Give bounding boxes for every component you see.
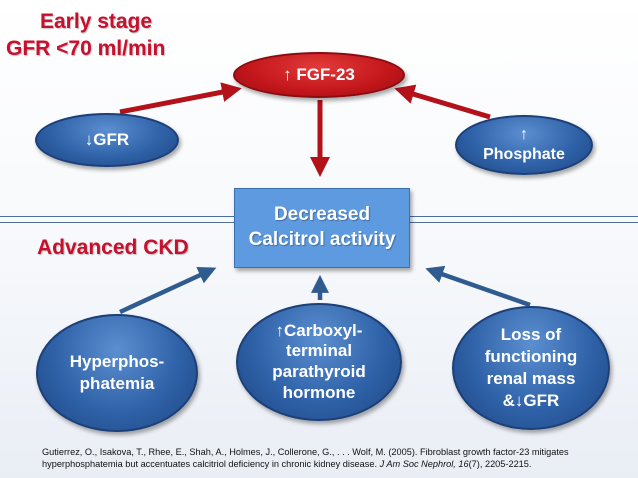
citation-line1: Gutierrez, O., Isakova, T., Rhee, E., Sh… (42, 447, 569, 457)
hyperphosphatemia-label-line1: Hyperphos- (69, 351, 165, 371)
carboxyl-pth-node: ↑Carboxyl- terminal parathyroid hormone (236, 303, 402, 421)
citation-pages: (7), 2205-2215. (468, 459, 532, 470)
citation-journal: J Am Soc Nephrol, (379, 459, 456, 470)
renal-mass-loss-label-line3: renal mass (486, 369, 576, 388)
gfr-decrease-label: ↓GFR (84, 130, 130, 149)
phosphate-label-line1: ↑ (520, 126, 528, 143)
gfr-decrease-node: ↓GFR (35, 113, 179, 167)
gfr-threshold-heading: GFR <70 ml/min (6, 37, 166, 60)
carboxyl-pth-label-line2: terminal (285, 341, 353, 361)
citation-volume: 16 (458, 459, 469, 470)
calcitrol-label-line1: Decreased (273, 204, 371, 226)
phosphate-label-line2: Phosphate (483, 146, 565, 163)
arrow-gfr-to-fgf23 (119, 82, 242, 115)
advanced-ckd-heading: Advanced CKD (37, 236, 189, 259)
renal-mass-loss-node: Loss of functioning renal mass &↓GFR (452, 306, 610, 430)
citation-text: hyperphosphatemia but accentuates calcit… (42, 459, 380, 470)
arrow-hyperphos-to-calcitrol (119, 266, 217, 315)
renal-mass-loss-label-line2: functioning (484, 346, 578, 366)
reference-citation: Gutierrez, O., Isakova, T., Rhee, E., Sh… (42, 446, 602, 471)
calcitrol-label-line2: Calcitrol activity (248, 229, 396, 250)
renal-mass-loss-label-line1: Loss of (500, 324, 562, 344)
fgf23-label: ↑ FGF-23 (283, 65, 355, 84)
renal-mass-loss-label-line4: &↓GFR (502, 391, 560, 411)
citation-line2: hyperphosphatemia but accentuates calcit… (42, 458, 602, 470)
phosphate-node: ↑ Phosphate (455, 115, 593, 175)
carboxyl-pth-label-line4: hormone (282, 382, 356, 402)
hyperphosphatemia-node: Hyperphos- phatemia (36, 314, 198, 432)
arrow-phosphate-to-fgf23 (394, 84, 491, 120)
carboxyl-pth-label-line3: parathyroid (272, 362, 366, 381)
early-stage-heading: Early stage (40, 10, 153, 33)
hyperphosphatemia-label-line2: phatemia (79, 374, 155, 393)
fgf23-node: ↑ FGF-23 (233, 52, 405, 98)
calcitrol-box: Decreased Calcitrol activity (234, 188, 410, 268)
carboxyl-pth-label-line1: ↑Carboxyl- (275, 320, 363, 340)
arrow-loss-to-calcitrol (425, 265, 531, 308)
